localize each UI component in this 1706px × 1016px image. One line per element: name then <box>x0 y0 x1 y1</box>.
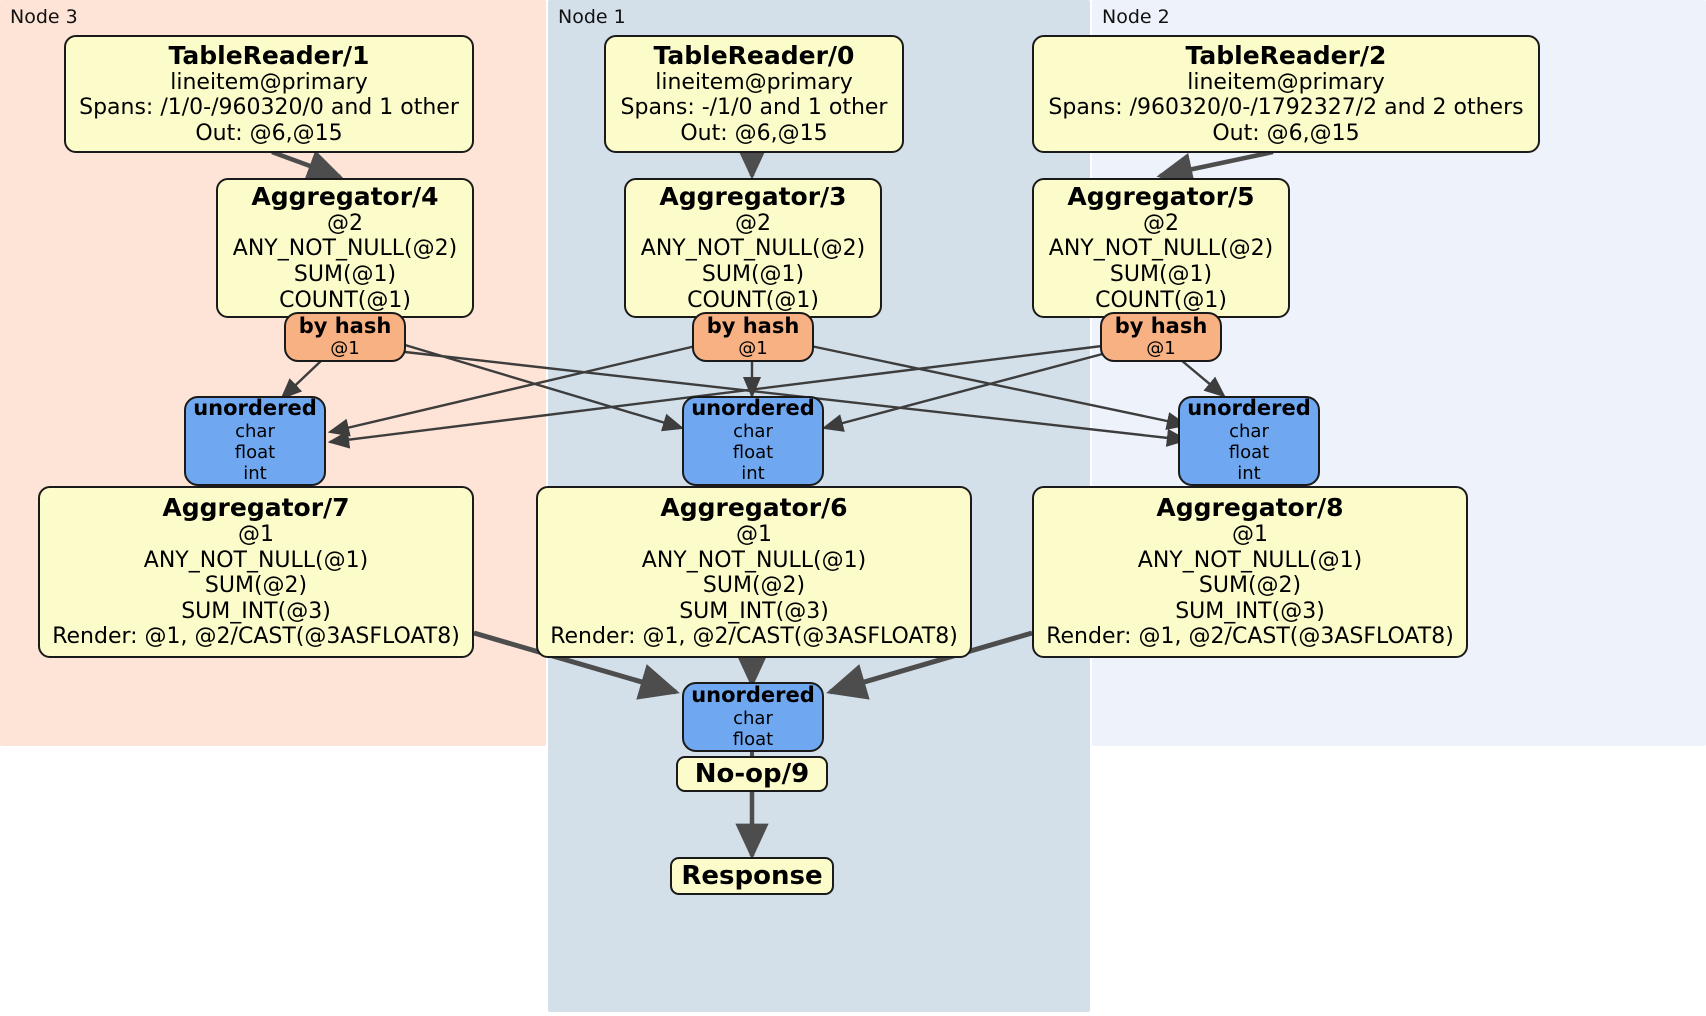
processor-line: @1 <box>238 522 274 548</box>
processor-line: SUM(@1) <box>701 262 805 287</box>
processor-line: ANY_NOT_NULL(@1) <box>1137 547 1363 573</box>
router-line: float <box>732 728 774 750</box>
processor-title: TableReader/0 <box>653 40 855 70</box>
processor-line: SUM_INT(@3) <box>679 598 829 624</box>
router-line: float <box>1228 442 1270 464</box>
processor-line: SUM_INT(@3) <box>1175 598 1325 624</box>
router-title: by hash <box>298 313 392 338</box>
node-panel-label-node3: Node 3 <box>10 6 78 28</box>
processor-line: ANY_NOT_NULL(@2) <box>232 236 458 262</box>
node-panel-label-node1: Node 1 <box>558 6 626 28</box>
router-line: @1 <box>738 338 768 360</box>
router-line: char <box>733 707 773 729</box>
router-line: @1 <box>330 338 360 360</box>
processor-line: lineitem@primary <box>170 69 368 95</box>
processor-line: lineitem@primary <box>655 69 853 95</box>
processor-line: ANY_NOT_NULL(@1) <box>143 547 369 573</box>
router-line: char <box>1229 420 1269 442</box>
processor-table-reader-1[interactable]: TableReader/1 lineitem@primary Spans: /1… <box>64 35 474 153</box>
router-line: int <box>1237 463 1261 485</box>
router-unordered-final[interactable]: unordered char float <box>682 682 824 752</box>
processor-aggregator-6[interactable]: Aggregator/6 @1 ANY_NOT_NULL(@1) SUM(@2)… <box>536 486 972 658</box>
processor-line: Out: @6,@15 <box>1212 120 1360 146</box>
processor-title: TableReader/2 <box>1185 40 1387 70</box>
processor-line: Out: @6,@15 <box>195 120 343 146</box>
processor-line: Spans: /1/0-/960320/0 and 1 other <box>79 95 459 121</box>
router-title: by hash <box>1114 313 1208 338</box>
processor-response[interactable]: Response <box>670 857 834 895</box>
processor-line: @2 <box>327 210 363 236</box>
processor-title: Response <box>681 861 823 891</box>
processor-line: ANY_NOT_NULL(@2) <box>640 236 866 262</box>
router-line: char <box>235 420 275 442</box>
processor-line: SUM(@2) <box>702 573 806 599</box>
processor-line: @2 <box>1143 210 1179 236</box>
router-line: char <box>733 420 773 442</box>
processor-line: Spans: /960320/0-/1792327/2 and 2 others <box>1048 95 1524 121</box>
processor-line: Out: @6,@15 <box>680 120 828 146</box>
processor-title: No-op/9 <box>694 759 810 789</box>
processor-line: ANY_NOT_NULL(@2) <box>1048 236 1274 262</box>
router-line: int <box>243 463 267 485</box>
processor-line: Render: @1, @2/CAST(@3ASFLOAT8) <box>550 624 958 650</box>
processor-title: Aggregator/4 <box>251 181 439 211</box>
router-by-hash-left[interactable]: by hash @1 <box>284 312 406 362</box>
router-unordered-center[interactable]: unordered char float int <box>682 396 824 486</box>
router-title: unordered <box>1187 396 1311 421</box>
router-line: float <box>234 442 276 464</box>
processor-aggregator-7[interactable]: Aggregator/7 @1 ANY_NOT_NULL(@1) SUM(@2)… <box>38 486 474 658</box>
processor-line: SUM(@1) <box>1109 262 1213 287</box>
router-unordered-right[interactable]: unordered char float int <box>1178 396 1320 486</box>
router-line: @1 <box>1146 338 1176 360</box>
processor-line: Render: @1, @2/CAST(@3ASFLOAT8) <box>52 624 460 650</box>
router-title: unordered <box>691 396 815 421</box>
processor-line: @2 <box>735 210 771 236</box>
router-by-hash-center[interactable]: by hash @1 <box>692 312 814 362</box>
processor-line: Spans: -/1/0 and 1 other <box>620 95 888 121</box>
processor-title: Aggregator/6 <box>660 493 848 523</box>
router-unordered-left[interactable]: unordered char float int <box>184 396 326 486</box>
router-title: unordered <box>193 396 317 421</box>
processor-table-reader-2[interactable]: TableReader/2 lineitem@primary Spans: /9… <box>1032 35 1540 153</box>
processor-aggregator-8[interactable]: Aggregator/8 @1 ANY_NOT_NULL(@1) SUM(@2)… <box>1032 486 1468 658</box>
processor-line: SUM(@1) <box>293 262 397 287</box>
processor-title: TableReader/1 <box>168 40 370 70</box>
processor-aggregator-3[interactable]: Aggregator/3 @2 ANY_NOT_NULL(@2) SUM(@1)… <box>624 178 882 318</box>
processor-line: SUM_INT(@3) <box>181 598 331 624</box>
processor-line: SUM(@2) <box>204 573 308 599</box>
processor-title: Aggregator/3 <box>659 181 847 211</box>
processor-line: COUNT(@1) <box>687 287 819 313</box>
processor-line: @1 <box>736 522 772 548</box>
router-line: int <box>741 463 765 485</box>
processor-line: lineitem@primary <box>1187 69 1385 95</box>
processor-title: Aggregator/8 <box>1156 493 1344 523</box>
processor-line: SUM(@2) <box>1198 573 1302 599</box>
processor-aggregator-5[interactable]: Aggregator/5 @2 ANY_NOT_NULL(@2) SUM(@1)… <box>1032 178 1290 318</box>
processor-aggregator-4[interactable]: Aggregator/4 @2 ANY_NOT_NULL(@2) SUM(@1)… <box>216 178 474 318</box>
processor-line: COUNT(@1) <box>1095 287 1227 313</box>
processor-line: @1 <box>1232 522 1268 548</box>
processor-title: Aggregator/5 <box>1067 181 1255 211</box>
processor-line: ANY_NOT_NULL(@1) <box>641 547 867 573</box>
processor-line: Render: @1, @2/CAST(@3ASFLOAT8) <box>1046 624 1454 650</box>
processor-line: COUNT(@1) <box>279 287 411 313</box>
processor-title: Aggregator/7 <box>162 493 350 523</box>
router-title: by hash <box>706 313 800 338</box>
processor-no-op-9[interactable]: No-op/9 <box>676 756 828 792</box>
node-panel-label-node2: Node 2 <box>1102 6 1170 28</box>
processor-table-reader-0[interactable]: TableReader/0 lineitem@primary Spans: -/… <box>604 35 904 153</box>
router-by-hash-right[interactable]: by hash @1 <box>1100 312 1222 362</box>
router-title: unordered <box>691 683 815 707</box>
router-line: float <box>732 442 774 464</box>
